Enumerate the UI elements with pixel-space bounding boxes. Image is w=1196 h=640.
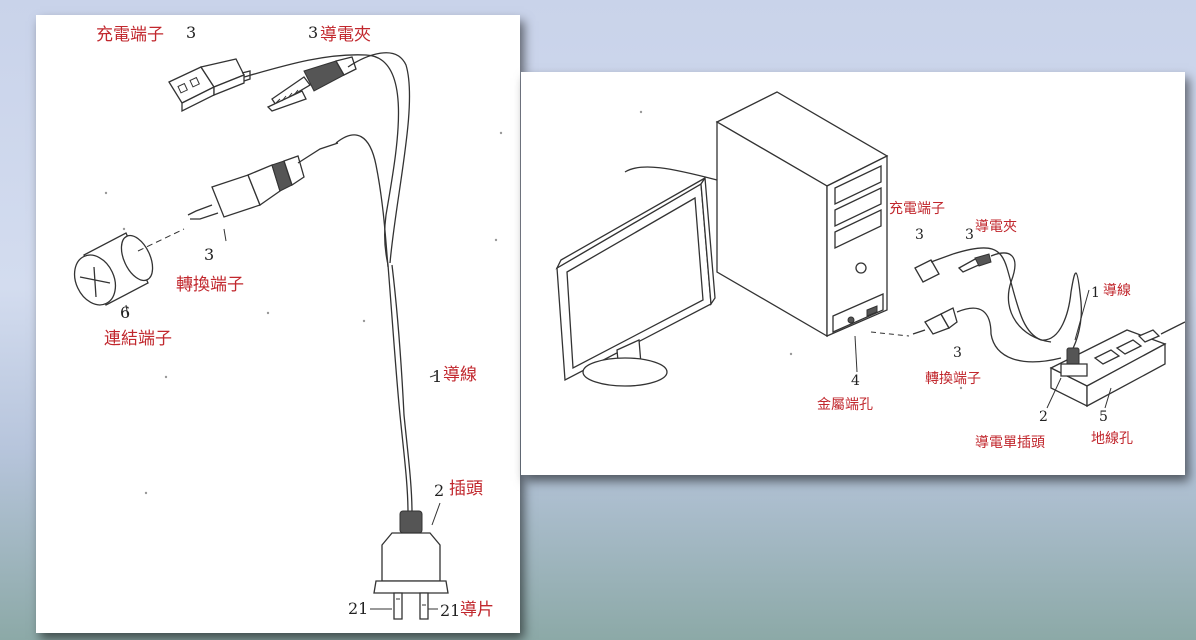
number-wire-right: 1 — [1091, 285, 1100, 301]
label-metal-port-right: 金屬端孔 — [817, 397, 873, 413]
power-plug-icon — [373, 510, 449, 620]
label-adapter-terminal-right: 轉換端子 — [925, 371, 981, 387]
alligator-clip-icon-small — [957, 253, 992, 273]
number-ground-hole-right: 5 — [1099, 409, 1108, 425]
label-plug: 插頭 — [449, 479, 483, 499]
number-blade-left: 21 — [348, 599, 369, 618]
number-single-plug-right: 2 — [1039, 409, 1048, 425]
monitor-icon — [555, 166, 718, 387]
label-charge-terminal-right: 充電端子 — [889, 201, 945, 217]
number-metal-port-right: 4 — [851, 373, 860, 389]
label-conductive-clip: 導電夾 — [320, 25, 371, 45]
number-charge-terminal-right: 3 — [915, 227, 924, 243]
number-conductive-clip: 3 — [308, 23, 319, 42]
left-diagram-drawing — [73, 52, 503, 620]
right-diagram-panel: 充電端子 3 3 導電夾 1 導線 3 轉換端子 4 金屬端孔 2 導電單插頭 … — [521, 72, 1185, 475]
usb-charge-terminal-icon — [168, 58, 251, 113]
number-charge-terminal: 3 — [186, 23, 197, 42]
label-blade: 導片 — [460, 600, 494, 620]
label-ground-hole-right: 地線孔 — [1091, 431, 1133, 447]
label-charge-terminal: 充電端子 — [96, 25, 164, 45]
number-wire: 1 — [432, 367, 443, 386]
power-strip-icon — [1049, 321, 1185, 408]
number-connect-terminal: 6 — [120, 303, 131, 322]
label-adapter-terminal: 轉換端子 — [176, 275, 244, 295]
left-diagram-panel: 充電端子 3 3 導電夾 3 轉換端子 6 連結端子 1 導線 2 插頭 21 … — [36, 15, 520, 633]
label-single-plug-right: 導電單插頭 — [975, 435, 1045, 451]
alligator-clip-icon — [266, 56, 357, 112]
number-plug: 2 — [434, 481, 445, 500]
number-adapter-terminal: 3 — [204, 245, 215, 264]
number-adapter-terminal-right: 3 — [953, 345, 962, 361]
label-conductive-clip-right: 導電夾 — [975, 219, 1017, 235]
usb-charge-terminal-icon-small — [914, 253, 954, 283]
audio-adapter-plug-icon — [187, 142, 339, 220]
computer-tower-icon — [715, 91, 889, 338]
label-wire: 導線 — [443, 365, 477, 385]
connect-terminal-cylinder-icon — [73, 228, 185, 306]
audio-adapter-plug-icon-small — [870, 307, 958, 337]
label-connect-terminal: 連結端子 — [104, 329, 172, 349]
label-wire-right: 導線 — [1103, 283, 1131, 299]
number-conductive-clip-right: 3 — [965, 227, 974, 243]
number-blade-right: 21 — [440, 601, 461, 620]
right-diagram-drawing — [555, 91, 1185, 409]
